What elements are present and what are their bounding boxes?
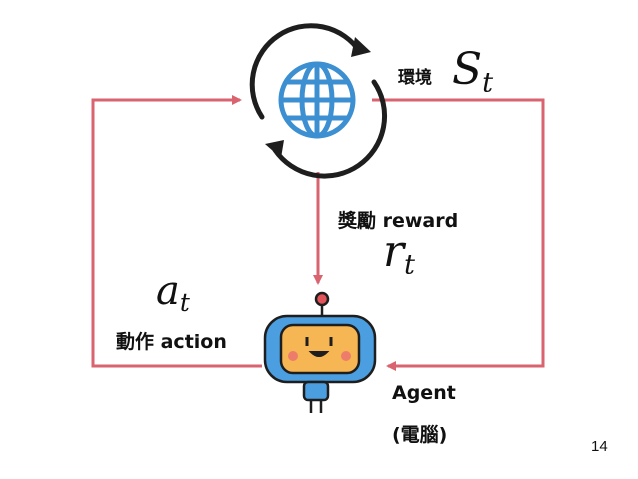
reward-label: 獎勵 reward (338, 210, 459, 232)
cycle-arrows-icon (249, 23, 388, 179)
action-label: 動作 action (116, 331, 227, 353)
robot-cheek-right (341, 351, 351, 361)
environment-icon (249, 23, 388, 179)
robot-antenna (314, 291, 330, 307)
reward-symbol: rt (383, 226, 416, 281)
agent-label: Agent (392, 382, 456, 404)
action-symbol: at (156, 268, 190, 317)
robot-face (279, 323, 361, 375)
robot-icon (263, 291, 377, 413)
state-symbol: St (452, 44, 494, 99)
globe-icon (278, 61, 356, 139)
robot-torso (302, 380, 330, 402)
agent-sublabel: (電腦) (392, 424, 448, 446)
page-number: 14 (591, 438, 608, 455)
robot-cheek-left (288, 351, 298, 361)
environment-label: 環境 (398, 68, 432, 88)
action-arrow (91, 95, 262, 368)
state-arrow (372, 98, 545, 371)
